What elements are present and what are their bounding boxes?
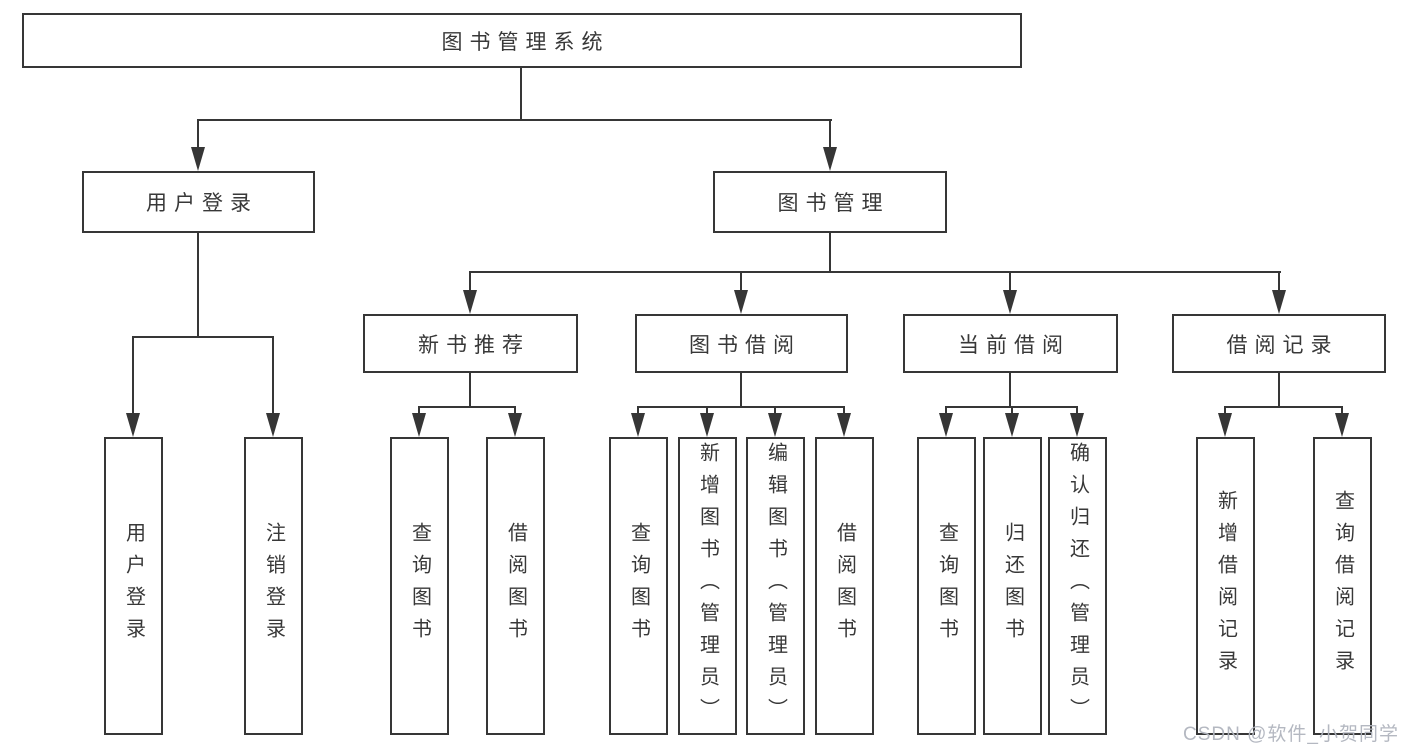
connector-current-borrow-drop-2 [1011,406,1013,417]
arrow-to-borrow-books [837,413,851,437]
node-current-borrow: 当前借阅 [903,314,1118,373]
leaf-query-books-current: 查询图书 [917,437,976,735]
connector-borrow-record-drop-2 [1341,406,1343,417]
connector-book-borrow-drop-4 [843,406,845,417]
node-user-login: 用户登录 [82,171,315,233]
connector-borrow-record-stem [1278,372,1280,407]
connector-book-borrow-stem [740,372,742,407]
connector-new-book-drop-1 [418,406,420,417]
arrow-to-book-management [823,147,837,171]
connector-book-mgmt-drop-1 [469,271,471,294]
connector-current-borrow-drop-3 [1076,406,1078,417]
connector-borrow-record-drop-1 [1224,406,1226,417]
connector-book-mgmt-drop-3 [1009,271,1011,294]
connector-user-login-bar [132,336,274,338]
leaf-query-books-borrow: 查询图书 [609,437,668,735]
arrow-to-leaf-logout [266,413,280,437]
arrow-to-new-book [463,290,477,314]
arrow-to-leaf-user-login [126,413,140,437]
connector-book-mgmt-drop-2 [740,271,742,294]
arrow-to-query-books-current [939,413,953,437]
connector-root-right-drop [829,119,831,151]
arrow-to-user-login [191,147,205,171]
arrow-to-query-borrow-record [1335,413,1349,437]
connector-user-login-drop-2 [272,336,274,417]
leaf-query-books-recommend: 查询图书 [390,437,449,735]
connector-user-login-drop-1 [132,336,134,417]
leaf-user-login: 用户登录 [104,437,163,735]
connector-current-borrow-stem [1009,372,1011,407]
arrow-to-query-books-recommend [412,413,426,437]
connector-user-login-stem [197,232,199,337]
leaf-edit-books-admin: 编辑图书（管理员） [746,437,805,735]
connector-new-book-drop-2 [514,406,516,417]
arrow-to-borrow-record [1272,290,1286,314]
connector-book-mgmt-drop-4 [1278,271,1280,294]
arrow-to-add-books-admin [700,413,714,437]
leaf-borrow-books-recommend: 借阅图书 [486,437,545,735]
connector-book-borrow-bar [637,406,845,408]
connector-book-mgmt-stem [829,232,831,272]
connector-new-book-stem [469,372,471,407]
connector-current-borrow-drop-1 [945,406,947,417]
connector-root-stem [520,67,522,120]
arrow-to-current-borrow [1003,290,1017,314]
leaf-query-borrow-record: 查询借阅记录 [1313,437,1372,735]
leaf-confirm-return-admin: 确认归还（管理员） [1048,437,1107,735]
node-borrow-records: 借阅记录 [1172,314,1386,373]
node-book-borrow: 图书借阅 [635,314,848,373]
connector-new-book-bar [418,406,516,408]
arrow-to-return-books [1005,413,1019,437]
arrow-to-query-books-borrow [631,413,645,437]
connector-book-borrow-drop-2 [706,406,708,417]
node-book-management: 图书管理 [713,171,947,233]
connector-book-borrow-drop-1 [637,406,639,417]
connector-book-mgmt-bar [469,271,1281,273]
connector-borrow-record-bar [1224,406,1343,408]
leaf-return-books: 归还图书 [983,437,1042,735]
leaf-logout: 注销登录 [244,437,303,735]
leaf-add-books-admin: 新增图书（管理员） [678,437,737,735]
arrow-to-confirm-return-admin [1070,413,1084,437]
connector-root-left-drop [197,119,199,151]
connector-root-bar [197,119,832,121]
connector-book-borrow-drop-3 [774,406,776,417]
arrow-to-borrow-books-recommend [508,413,522,437]
node-library-management-system: 图书管理系统 [22,13,1022,68]
leaf-add-borrow-record: 新增借阅记录 [1196,437,1255,735]
csdn-watermark: CSDN @软件_小贺同学 [1183,724,1399,745]
leaf-borrow-books: 借阅图书 [815,437,874,735]
node-new-book-recommend: 新书推荐 [363,314,578,373]
arrow-to-edit-books-admin [768,413,782,437]
arrow-to-book-borrow [734,290,748,314]
arrow-to-add-borrow-record [1218,413,1232,437]
